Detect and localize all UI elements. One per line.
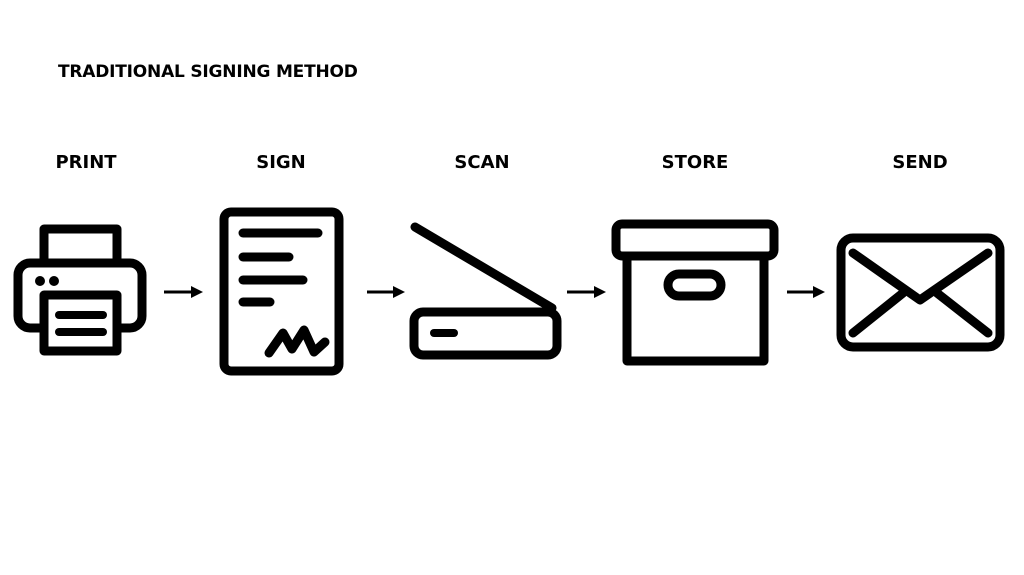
archive-box-icon (611, 219, 779, 366)
scanner-icon (409, 222, 562, 360)
diagram-title: TRADITIONAL SIGNING METHOD (58, 62, 358, 82)
printer-icon (13, 224, 147, 356)
arrow-icon (567, 286, 606, 298)
step-label-store: STORE (661, 152, 729, 173)
arrow-icon (787, 286, 825, 298)
step-label-sign: SIGN (256, 152, 306, 173)
arrow-icon (367, 286, 405, 298)
envelope-icon (836, 233, 1005, 352)
arrow-icon (164, 286, 203, 298)
signed-document-icon (219, 207, 344, 376)
step-label-send: SEND (892, 152, 948, 173)
step-label-scan: SCAN (454, 152, 510, 173)
step-label-print: PRINT (55, 152, 117, 173)
